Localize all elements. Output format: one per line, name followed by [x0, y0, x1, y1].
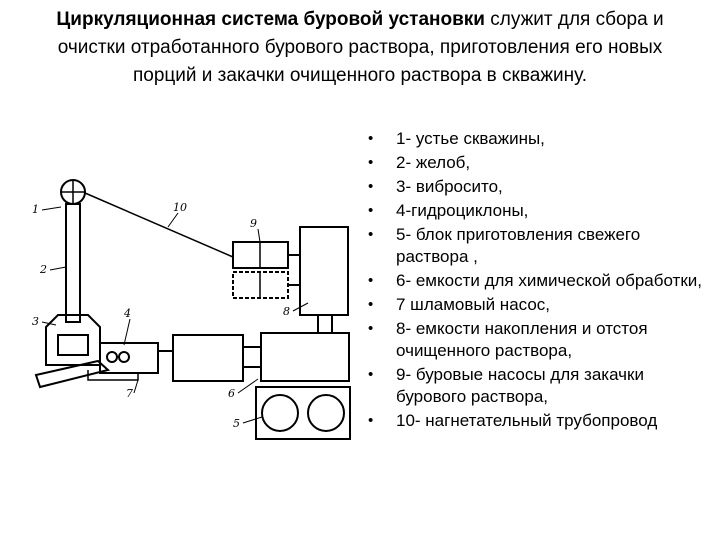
legend-text: 3- вибросито, [396, 177, 503, 196]
legend-text: 2- желоб, [396, 153, 471, 172]
column-pipe [65, 203, 81, 323]
bullet: • [368, 366, 374, 383]
bullet: • [368, 272, 374, 289]
list-item: • 9- буровые насосы для закачки бурового … [366, 364, 706, 408]
bullet: • [368, 178, 374, 195]
slide-title: Циркуляционная система буровой установки… [40, 6, 680, 90]
list-item: • 10- нагнетательный трубопровод [366, 410, 706, 432]
legend-text: 8- емкости накопления и отстоя очищенног… [396, 319, 648, 360]
legend-text: 5- блок приготовления свежего раствора , [396, 225, 641, 266]
label-7: 7 [126, 387, 133, 400]
legend-text: 4-гидроциклоны, [396, 201, 529, 220]
list-item: • 5- блок приготовления свежего раствора … [366, 224, 706, 268]
list-item: • 2- желоб, [366, 152, 706, 174]
label-10: 10 [173, 201, 187, 214]
legend-text: 9- буровые насосы для закачки бурового р… [396, 365, 644, 406]
discharge-line [84, 192, 234, 258]
list-item: • 6- емкости для химической обработки, [366, 270, 706, 292]
legend-text: 10- нагнетательный трубопровод [396, 411, 658, 430]
bullet: • [368, 202, 374, 219]
legend-text: 6- емкости для химической обработки, [396, 271, 702, 290]
label-5: 5 [233, 417, 240, 430]
wellhead-base [45, 314, 101, 366]
list-item: • 4-гидроциклоны, [366, 200, 706, 222]
label-4: 4 [123, 307, 131, 320]
settling-tank [299, 226, 349, 316]
list-item: • 1- устье скважины, [366, 128, 706, 150]
legend-text: 1- устье скважины, [396, 129, 545, 148]
label-8: 8 [283, 305, 290, 318]
fresh-mud-block [255, 386, 351, 440]
list-item: • 3- вибросито, [366, 176, 706, 198]
legend-text: 7 шламовый насос, [396, 295, 551, 314]
title-rest: служит для сбора и очистки отработанного… [57, 9, 664, 86]
circulation-system-diagram: 1 2 3 4 5 6 7 8 9 10 [32, 179, 351, 440]
chemical-tank [172, 334, 244, 382]
title-bold: Циркуляционная система буровой установки [56, 9, 485, 30]
storage-tank [260, 332, 350, 382]
bullet: • [368, 296, 374, 313]
bullet: • [368, 154, 374, 171]
bullet: • [368, 226, 374, 243]
list-item: • 7 шламовый насос, [366, 294, 706, 316]
label-2: 2 [39, 263, 47, 276]
legend-list: • 1- устье скважины, • 2- желоб, • 3- вибро… [366, 128, 706, 434]
list-item: • 8- емкости накопления и отстоя очищенно… [366, 318, 706, 362]
label-9: 9 [250, 217, 257, 230]
label-6: 6 [228, 387, 235, 400]
bullet: • [368, 412, 374, 429]
label-3: 3 [32, 315, 39, 328]
bullet: • [368, 320, 374, 337]
hydrocyclones [99, 342, 159, 374]
bullet: • [368, 130, 374, 147]
label-1: 1 [32, 203, 39, 216]
